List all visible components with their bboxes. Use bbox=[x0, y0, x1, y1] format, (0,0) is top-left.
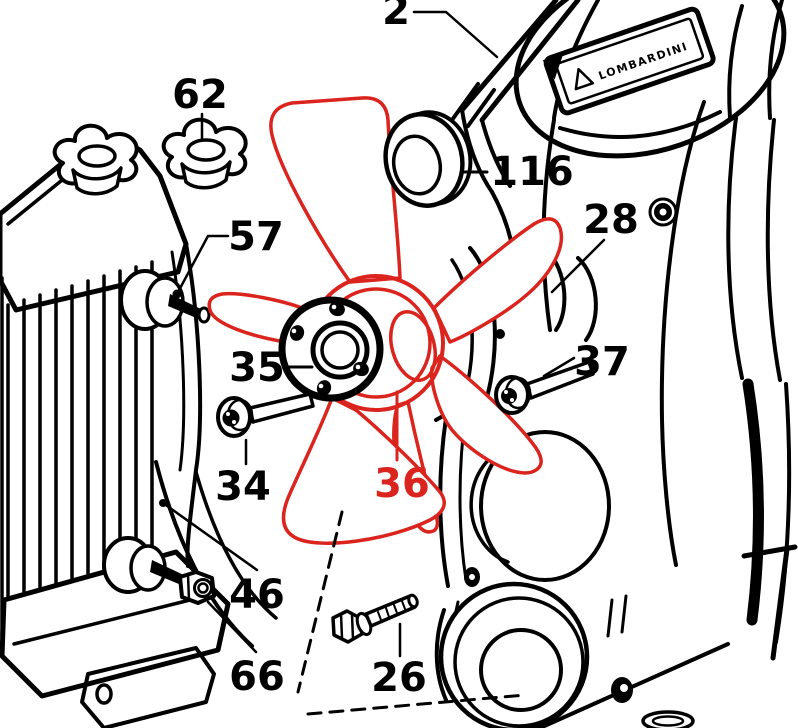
radiator-side-frame bbox=[184, 242, 203, 568]
nut-66 bbox=[178, 570, 216, 605]
fan-blade-top bbox=[269, 96, 402, 284]
leader-2 bbox=[412, 10, 499, 59]
cover-notch-edge bbox=[459, 0, 559, 113]
rubber-mount-upper bbox=[119, 269, 211, 331]
part-label-116: 116 bbox=[490, 149, 574, 195]
leader-57-dot bbox=[172, 289, 182, 299]
part-label-57: 57 bbox=[228, 214, 284, 260]
radiator-hose-2 bbox=[194, 470, 278, 620]
cover-bolt-hole bbox=[648, 197, 678, 227]
part-label-66: 66 bbox=[229, 654, 285, 700]
radiator-bottom-tank bbox=[0, 549, 231, 699]
flange-35 bbox=[278, 296, 384, 402]
part-label-36: 36 bbox=[374, 461, 430, 507]
bolt-26 bbox=[331, 593, 419, 644]
bracket-hole bbox=[95, 683, 113, 705]
bolt-34 bbox=[216, 392, 315, 438]
leader-57 bbox=[175, 234, 230, 296]
crankcase-corner bbox=[538, 594, 730, 728]
cover-gasket-band bbox=[742, 378, 764, 626]
part-label-34: 34 bbox=[215, 464, 271, 510]
engine-cover: LOMBARDINI bbox=[434, 0, 798, 728]
brand-plate: LOMBARDINI bbox=[542, 6, 716, 116]
crank-pulley bbox=[434, 581, 590, 728]
radiator-cap bbox=[52, 123, 139, 196]
part-label-2: 2 bbox=[382, 0, 410, 34]
fan-blade-upper-right bbox=[432, 217, 564, 344]
radiator-bottom-tank-edge bbox=[12, 596, 200, 646]
dashed-guides bbox=[296, 510, 527, 716]
spare-cap-62 bbox=[161, 117, 248, 190]
fan-blade-bottom-left bbox=[281, 396, 446, 545]
part-label-37: 37 bbox=[574, 339, 630, 385]
part-label-46: 46 bbox=[229, 572, 285, 618]
part-label-35: 35 bbox=[229, 345, 285, 391]
radiator bbox=[0, 137, 278, 728]
leader-66 bbox=[206, 600, 258, 654]
seal-ring-116 bbox=[383, 110, 473, 208]
warning-triangle-icon bbox=[574, 67, 595, 91]
bolt-37 bbox=[494, 360, 595, 415]
leader-46 bbox=[161, 501, 259, 572]
callouts: 2 62 116 57 28 35 37 34 36 46 66 26 bbox=[159, 0, 639, 701]
break-mark bbox=[450, 82, 480, 122]
fan-hub-opening bbox=[389, 310, 437, 382]
leader-28 bbox=[550, 238, 606, 294]
mount-bracket bbox=[80, 646, 216, 728]
leader-37 bbox=[542, 356, 576, 378]
part-label-62: 62 bbox=[172, 72, 228, 118]
part-label-28: 28 bbox=[583, 197, 639, 243]
part-label-26: 26 bbox=[371, 655, 427, 701]
fan-blade-lower-right bbox=[429, 354, 543, 475]
